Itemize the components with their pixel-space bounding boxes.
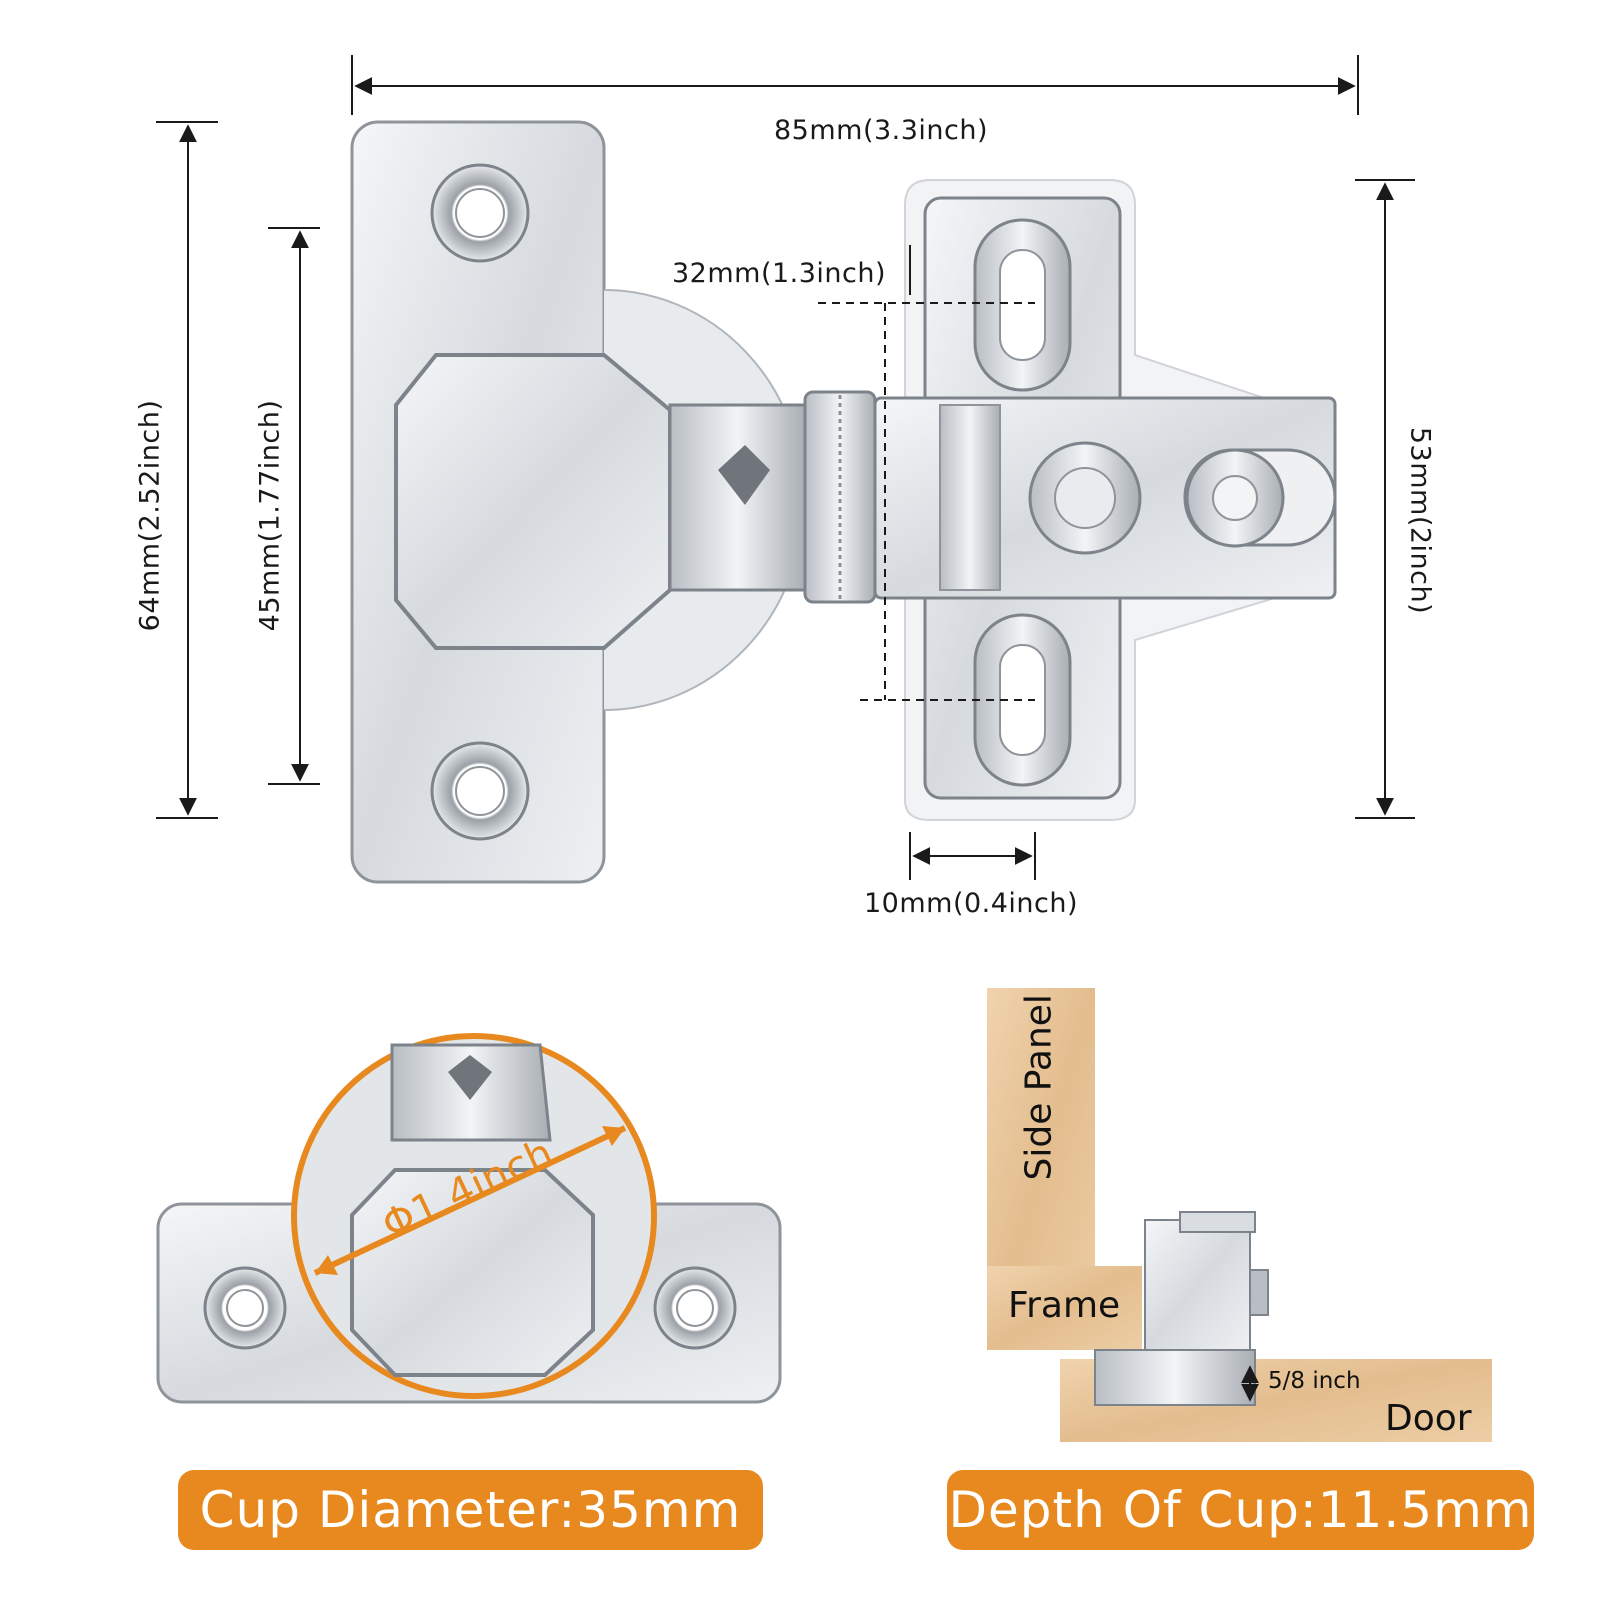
- door-label: Door: [1385, 1398, 1472, 1439]
- base-height-label: 53mm(2inch): [1404, 426, 1436, 615]
- hole-spacing-label: 45mm(1.77inch): [254, 399, 286, 632]
- hinge-arm: [668, 390, 877, 604]
- cup-closeup: [156, 1033, 782, 1404]
- overlay-label: 5/8 inch: [1268, 1368, 1361, 1394]
- mount-spacing-label: 32mm(1.3inch): [672, 258, 887, 289]
- diameter-line: [313, 1125, 627, 1276]
- cup-octagon: [394, 353, 672, 650]
- frame-label: Frame: [1008, 1285, 1121, 1326]
- frame-wood: [987, 1266, 1142, 1350]
- height-plate-label: 64mm(2.52inch): [134, 399, 166, 632]
- install-diagram: [987, 988, 1492, 1442]
- width-total-label: 85mm(3.3inch): [774, 115, 989, 146]
- offset-label: 10mm(0.4inch): [864, 888, 1079, 919]
- cup-diameter-badge: Cup Diameter:35mm: [178, 1470, 763, 1550]
- hinge-mounting-plate: [873, 179, 1337, 821]
- hinge-cup-plate: [350, 120, 805, 884]
- dim-lines: [156, 55, 1415, 880]
- side-panel-label: Side Panel: [1018, 994, 1060, 1181]
- cup-depth-badge: Depth Of Cup:11.5mm: [947, 1470, 1534, 1550]
